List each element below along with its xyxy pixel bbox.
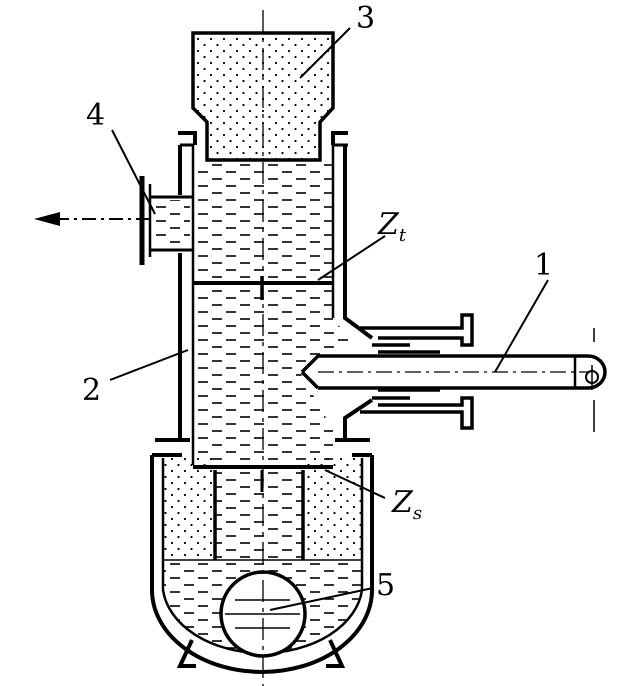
label-zt-sub: t [399,225,407,246]
label-zt: Zt [377,207,407,246]
label-zs-main: Z [391,485,414,520]
label-zs-sub: s [413,503,422,524]
label-1: 1 [534,248,553,283]
inlet-pipe [300,313,607,432]
partition-zs [193,465,333,560]
vessel-body [155,143,374,465]
label-zt-main: Z [377,207,400,242]
leader-lines [109,27,549,611]
label-5: 5 [376,568,395,603]
label-4: 4 [86,98,105,133]
outlet-nozzle [139,176,193,265]
outlet-arrow [34,212,150,226]
label-2: 2 [82,373,101,408]
label-zs: Zs [391,485,422,524]
label-3: 3 [356,1,375,36]
